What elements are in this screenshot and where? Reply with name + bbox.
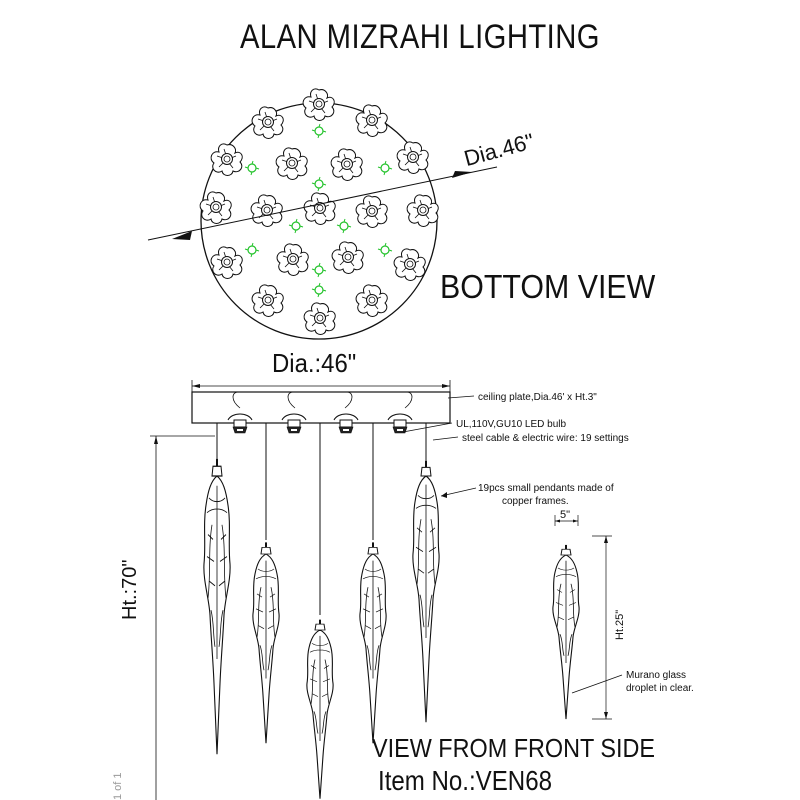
page-title: ALAN MIZRAHI LIGHTING: [240, 18, 600, 56]
note-bulb: UL,110V,GU10 LED bulb: [456, 419, 567, 430]
note-glass: Murano glass droplet in clear.: [626, 669, 694, 695]
front-height-label: Ht.:70": [119, 559, 141, 620]
bottom-diameter-line: [147, 166, 498, 241]
front-view-label: VIEW FROM FRONT SIDE: [372, 733, 655, 763]
detail-height-label: Ht.25": [614, 609, 626, 640]
note-glass-line-1: Murano glass: [626, 670, 687, 681]
detail-pendant: [552, 544, 580, 720]
note-pendants: 19pcs small pendants made of copper fram…: [478, 482, 614, 508]
page-indicator: 1 of 1: [112, 772, 124, 800]
note-pendants-line-1: 19pcs small pendants made of: [478, 483, 614, 494]
front-width-label: Dia.:46": [272, 348, 357, 378]
pendant-cables: [216, 423, 427, 615]
ceiling-plate: [191, 391, 451, 424]
note-pendants-line-2: copper frames.: [502, 496, 569, 507]
note-cable: steel cable & electric wire: 19 settings: [462, 433, 629, 444]
bottom-view-label: BOTTOM VIEW: [440, 268, 656, 305]
item-number: Item No.:VEN68: [378, 765, 552, 796]
note-glass-line-2: droplet in clear.: [626, 683, 694, 694]
note-ceiling-plate: ceiling plate,Dia.46' x Ht.3": [478, 392, 597, 403]
detail-width-label: 5": [560, 509, 571, 521]
